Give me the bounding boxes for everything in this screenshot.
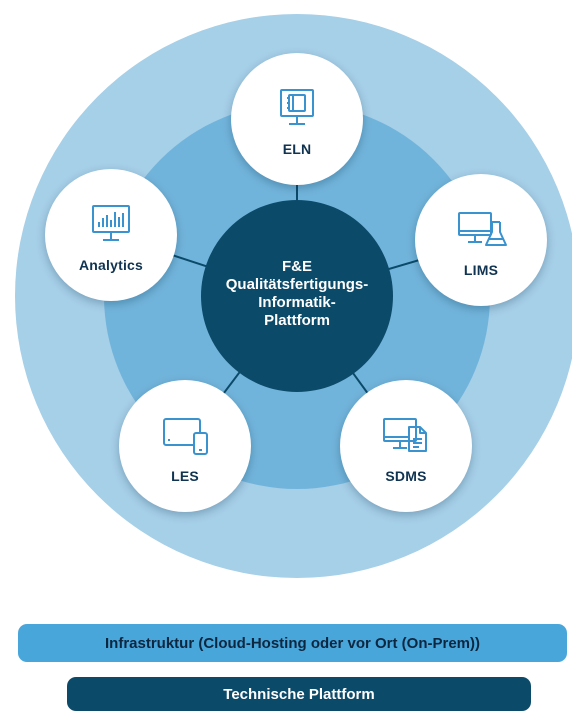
node-eln-label: ELN [282, 141, 312, 157]
node-lims[interactable]: LIMS [415, 174, 547, 306]
technical-platform-bar: Technische Plattform [67, 677, 531, 711]
node-analytics[interactable]: Analytics [45, 169, 177, 301]
node-les-label: LES [171, 468, 199, 484]
node-eln[interactable]: ELN [231, 53, 363, 185]
monitor-bar-chart-icon [92, 205, 130, 241]
infrastructure-bar-label: Infrastruktur (Cloud-Hosting oder vor Or… [105, 634, 480, 652]
center-platform-label: F&E Qualitätsfertigungs- Informatik- Pla… [225, 258, 369, 329]
node-sdms[interactable]: SDMS [340, 380, 472, 512]
monitor-flask-icon [458, 212, 507, 246]
monitor-document-icon [383, 418, 427, 452]
technical-platform-bar-label: Technische Plattform [223, 685, 375, 703]
notebook-monitor-icon [280, 89, 314, 125]
node-les[interactable]: LES [119, 380, 251, 512]
tablet-phone-icon [163, 418, 208, 455]
node-sdms-label: SDMS [385, 468, 427, 484]
node-analytics-label: Analytics [78, 257, 144, 273]
center-platform-circle: F&E Qualitätsfertigungs- Informatik- Pla… [201, 200, 393, 392]
node-lims-label: LIMS [463, 262, 499, 278]
infrastructure-bar: Infrastruktur (Cloud-Hosting oder vor Or… [18, 624, 567, 662]
